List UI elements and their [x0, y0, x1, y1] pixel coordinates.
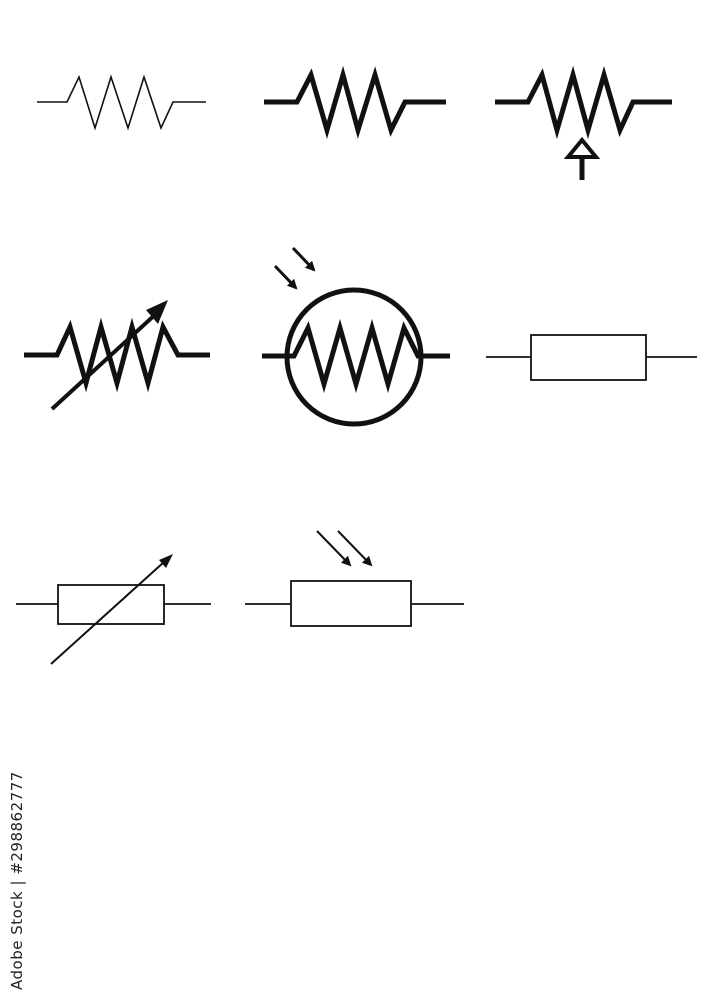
light-dependent-resistor-box-symbol	[245, 530, 464, 627]
resistor-zigzag-bold-symbol	[264, 65, 446, 139]
preset-resistor-arrow-symbol	[495, 65, 672, 180]
variable-resistor-box-symbol	[16, 554, 211, 665]
variable-resistor-zigzag-symbol	[24, 300, 210, 411]
light-arrows-icon	[273, 246, 316, 290]
resistor-zigzag-thin-symbol	[37, 74, 206, 131]
light-arrows-icon	[316, 530, 373, 567]
resistor-box-symbol	[486, 334, 697, 381]
variable-arrow-icon	[50, 561, 165, 665]
light-dependent-resistor-zigzag-symbol	[262, 246, 450, 427]
stock-id-label: Adobe Stock | #298862777	[8, 771, 26, 990]
variable-arrow-icon	[50, 310, 160, 411]
adjust-arrow-icon	[563, 136, 601, 180]
